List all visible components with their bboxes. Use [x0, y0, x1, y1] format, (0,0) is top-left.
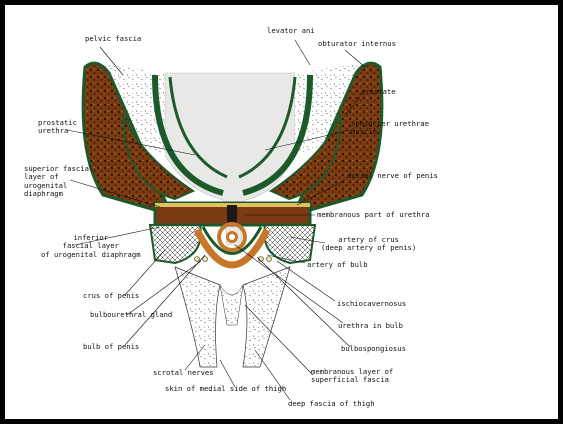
label-prostatic-urethra: prostatic urethra [38, 119, 77, 136]
label-obturator-internus: obturator internus [318, 40, 396, 48]
label-crus-of-penis: crus of penis [83, 292, 139, 300]
pelvic-cross-section-illustration [5, 5, 558, 419]
label-membranous-layer: membranous layer of superficial fascia [311, 368, 393, 385]
label-dorsal-nerve-of-penis: dorsal nerve of penis [347, 172, 438, 180]
label-artery-of-bulb: artery of bulb [307, 261, 368, 269]
label-artery-of-crus: artery of crus (deep artery of penis) [321, 236, 416, 253]
label-inferior-fascial-layer: inferior fascial layer of urogenital dia… [41, 234, 141, 259]
label-deep-fascia-of-thigh: deep fascia of thigh [288, 400, 375, 408]
label-superior-fascial-layer: superior fascial layer of urogenital dia… [24, 165, 93, 199]
label-skin-of-medial-side-of-thigh: skin of medial side of thigh [165, 385, 286, 393]
label-membranous-part-of-urethra: membranous part of urethra [317, 211, 430, 219]
label-sphincter-urethrae-muscle: sphincter urethrae muscle [351, 120, 429, 137]
label-ischiocavernosus: ischiocavernosus [337, 300, 406, 308]
urogenital-diaphragm [155, 203, 310, 225]
lower-fascial-strands [175, 267, 290, 367]
label-bulbospongiosus: bulbospongiosus [341, 345, 406, 353]
label-bulb-of-penis: bulb of penis [83, 343, 139, 351]
label-scrotal-nerves: scrotal nerves [153, 369, 214, 377]
label-bulbourethral-gland: bulbourethral gland [90, 311, 172, 319]
label-pelvic-fascia: pelvic fascia [85, 35, 141, 43]
label-urethra-in-bulb: urethra in bulb [338, 322, 403, 330]
label-levator-ani: levator ani [267, 27, 315, 35]
label-prostate: prostate [361, 88, 396, 96]
diagram-canvas: pelvic fascia levator ani obturator inte… [5, 5, 558, 419]
